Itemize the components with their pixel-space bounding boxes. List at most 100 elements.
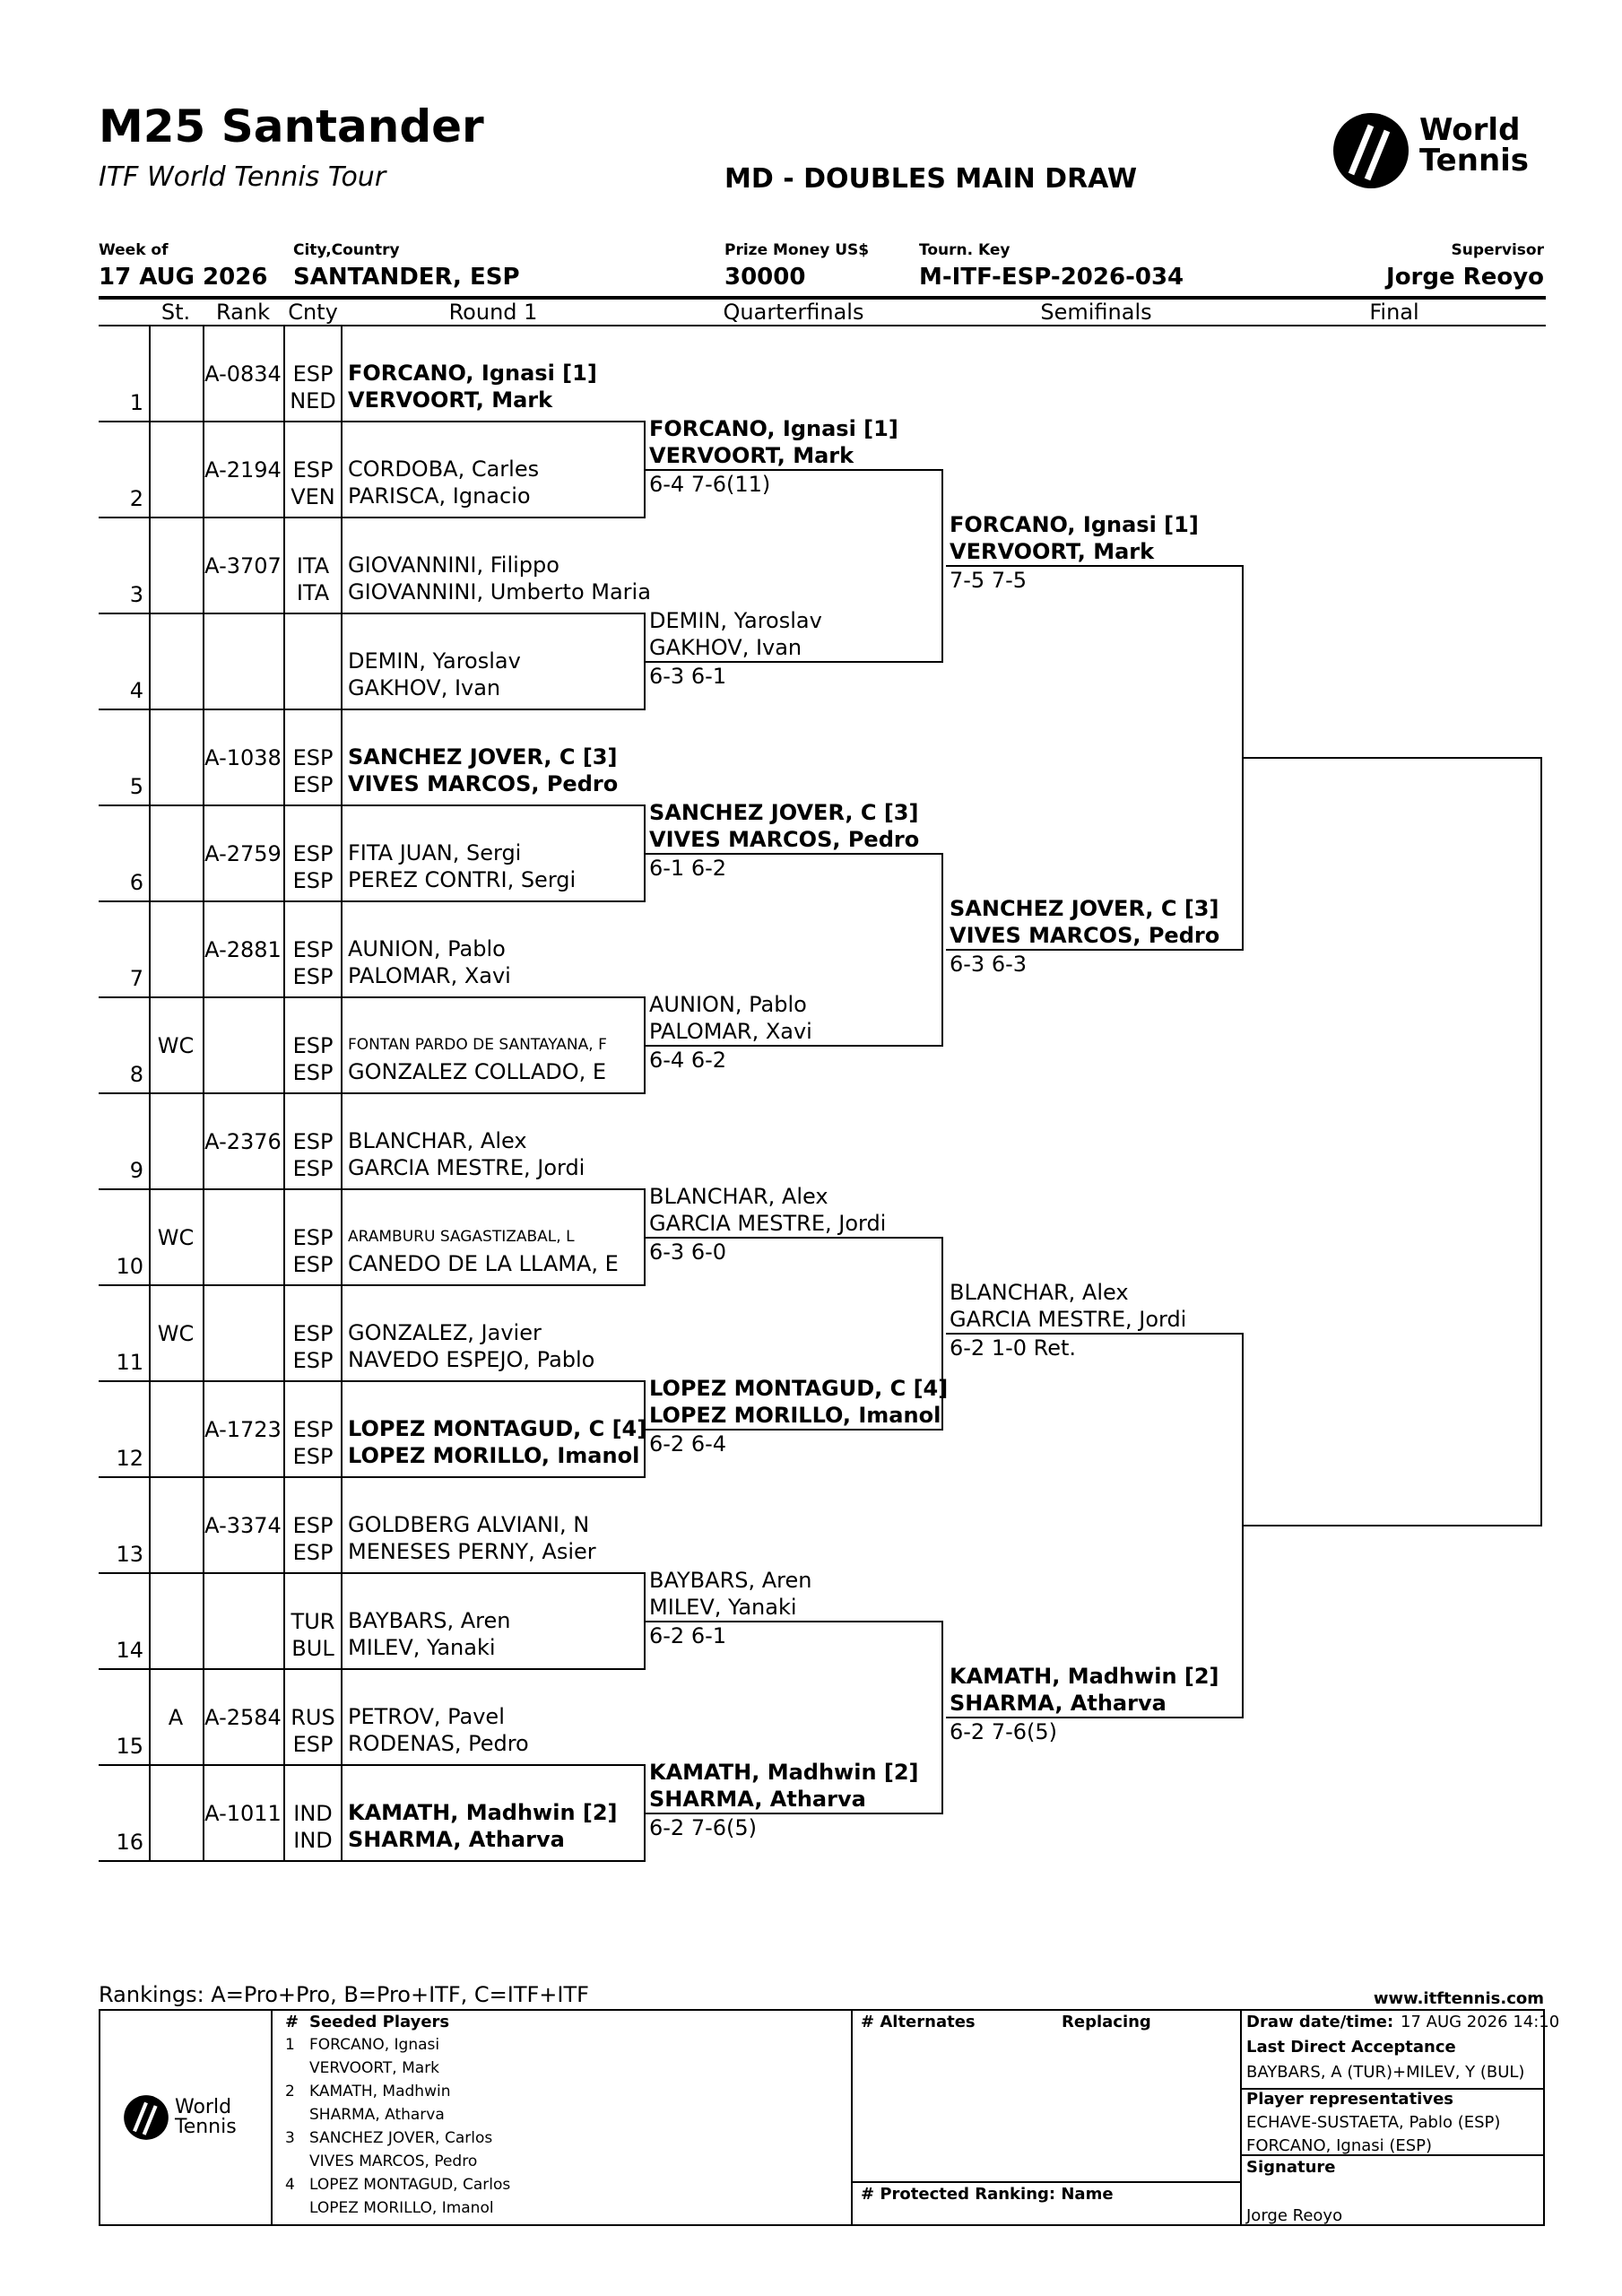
player-name: VIVES MARCOS, Pedro	[348, 771, 619, 796]
sf-player: VIVES MARCOS, Pedro	[950, 923, 1220, 948]
seed-player: VERVOORT, Mark	[309, 2059, 440, 2077]
sf-score: 7-5 7-5	[950, 568, 1028, 593]
bracket-line	[646, 853, 941, 855]
bracket-line	[946, 949, 1242, 951]
player-name: VERVOORT, Mark	[348, 387, 553, 413]
row-divider	[99, 1572, 644, 1574]
bracket-connector	[644, 1572, 646, 1670]
world-tennis-logo: World Tennis	[1331, 111, 1538, 192]
qf-player: FORCANO, Ignasi [1]	[649, 416, 898, 441]
draw-position: 15	[116, 1734, 143, 1759]
sf-player: SANCHEZ JOVER, C [3]	[950, 896, 1219, 921]
player-rep-2: FORCANO, Ignasi (ESP)	[1246, 2136, 1433, 2155]
row-divider	[99, 1188, 644, 1190]
rankings-note: Rankings: A=Pro+Pro, B=Pro+ITF, C=ITF+IT…	[99, 1982, 589, 2007]
grid-line	[149, 326, 151, 1862]
sf-score: 6-2 7-6(5)	[950, 1719, 1058, 1744]
player-name: GIOVANNINI, Filippo	[348, 552, 559, 578]
qf-player: GARCIA MESTRE, Jordi	[649, 1211, 887, 1236]
entry-rank: A-2881	[204, 937, 282, 962]
sf-player: KAMATH, Madhwin [2]	[950, 1664, 1219, 1689]
row-divider	[99, 1668, 644, 1670]
qf-score: 6-4 7-6(11)	[649, 472, 771, 497]
seed-player: VIVES MARCOS, Pedro	[309, 2152, 478, 2170]
draw-position: 11	[116, 1350, 143, 1375]
qf-score: 6-2 6-4	[649, 1431, 727, 1457]
bracket-connector	[941, 853, 943, 1047]
footer-logo: World Tennis	[123, 2094, 257, 2143]
grid-line	[203, 326, 204, 1862]
player-name: PETROV, Pavel	[348, 1704, 505, 1729]
qf-player: BAYBARS, Aren	[649, 1568, 812, 1593]
player-name: LOPEZ MORILLO, Imanol	[348, 1443, 640, 1468]
country-1: ESP	[292, 1033, 334, 1058]
qf-player: BLANCHAR, Alex	[649, 1184, 828, 1209]
bracket-connector	[941, 1621, 943, 1814]
draw-position: 12	[116, 1446, 143, 1471]
player-name: FONTAN PARDO DE SANTAYANA, F	[348, 1036, 607, 1054]
player-name: CORDOBA, Carles	[348, 457, 540, 482]
row-divider	[99, 613, 644, 614]
player-name: SHARMA, Atharva	[348, 1827, 565, 1852]
country-1: ESP	[292, 1417, 334, 1442]
seed-number: 1	[285, 2036, 295, 2054]
player-name: PALOMAR, Xavi	[348, 963, 511, 988]
bracket-connector	[644, 613, 646, 710]
draw-position: 5	[129, 774, 143, 799]
sf-score: 6-3 6-3	[950, 952, 1028, 977]
draw-position: 6	[129, 870, 143, 895]
bracket-connector	[941, 1237, 943, 1431]
seed-player: LOPEZ MONTAGUD, Carlos	[309, 2176, 511, 2194]
player-name: PEREZ CONTRI, Sergi	[348, 867, 577, 892]
seed-player: FORCANO, Ignasi	[309, 2036, 440, 2054]
player-name: GIOVANNINI, Umberto Maria	[348, 579, 651, 604]
sf-player: SHARMA, Atharva	[950, 1691, 1167, 1716]
row-divider	[99, 709, 644, 710]
country-1: ESP	[292, 937, 334, 962]
week-of: 17 AUG 2026	[99, 264, 268, 291]
country-2: ESP	[292, 868, 334, 893]
draw-type: MD - DOUBLES MAIN DRAW	[724, 163, 1138, 195]
country-1: ITA	[296, 553, 330, 578]
draw-position: 9	[129, 1158, 143, 1183]
bracket-line	[646, 469, 941, 471]
qf-player: GAKHOV, Ivan	[649, 635, 802, 660]
seed-player: LOPEZ MORILLO, Imanol	[309, 2199, 494, 2217]
draw-position: 14	[116, 1638, 143, 1663]
qf-player: SHARMA, Atharva	[649, 1787, 866, 1812]
player-name: LOPEZ MONTAGUD, C [4]	[348, 1416, 647, 1441]
qf-score: 6-1 6-2	[649, 856, 727, 881]
player-name: SANCHEZ JOVER, C [3]	[348, 744, 618, 770]
seed-number: 3	[285, 2129, 295, 2147]
sf-player: VERVOORT, Mark	[950, 539, 1155, 564]
player-name: BLANCHAR, Alex	[348, 1128, 527, 1153]
alternates-header: # Alternates	[861, 2013, 976, 2031]
player-name: CANEDO DE LA LLAMA, E	[348, 1251, 619, 1276]
grid-line	[341, 326, 343, 1862]
entry-rank: A-2584	[204, 1705, 282, 1730]
qf-score: 6-2 7-6(5)	[649, 1815, 758, 1840]
row-divider	[99, 421, 644, 422]
entry-rank: A-1723	[204, 1417, 282, 1442]
country-1: IND	[293, 1801, 333, 1826]
country-1: ESP	[292, 1129, 334, 1154]
player-name: GAKHOV, Ivan	[348, 675, 501, 700]
grid-line	[283, 326, 285, 1862]
bracket-connector	[644, 1764, 646, 1862]
draw-position: 7	[129, 966, 143, 991]
sf-player: BLANCHAR, Alex	[950, 1280, 1129, 1305]
qf-score: 6-2 6-1	[649, 1623, 727, 1648]
country-2: ESP	[292, 772, 334, 797]
bracket-connector	[1540, 757, 1542, 1526]
player-name: GOLDBERG ALVIANI, N	[348, 1512, 590, 1537]
bracket-line	[646, 1813, 941, 1814]
player-name: FITA JUAN, Sergi	[348, 840, 522, 865]
footer-box	[99, 2009, 1545, 2226]
row-divider	[99, 1380, 644, 1382]
seed-player: SHARMA, Atharva	[309, 2106, 445, 2124]
row-divider	[99, 900, 644, 902]
bracket-line	[946, 1717, 1242, 1718]
country-2: ITA	[296, 580, 330, 605]
entry-rank: A-0834	[204, 361, 282, 387]
qf-player: DEMIN, Yaroslav	[649, 608, 822, 633]
